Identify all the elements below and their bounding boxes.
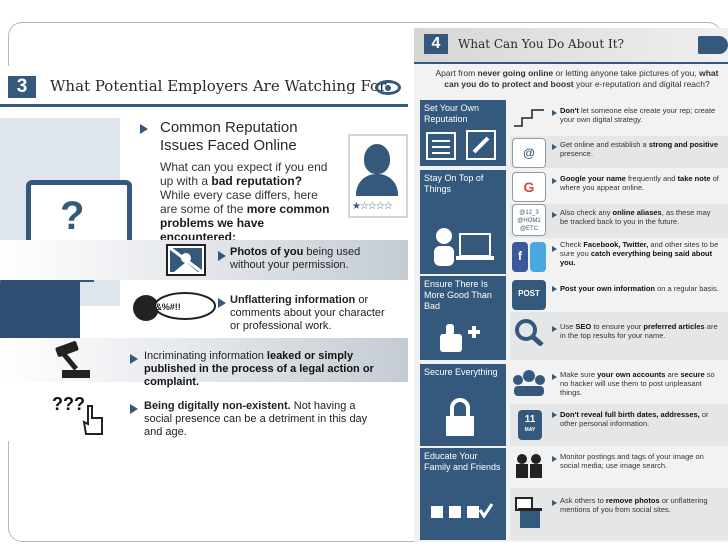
pointing-hand-icon — [698, 36, 728, 54]
at-badge-icon: @ — [512, 138, 546, 168]
issue-legal-text: Incriminating information leaked or simp… — [144, 350, 374, 388]
magnifier-icon — [512, 318, 546, 348]
gavel-icon — [50, 340, 100, 380]
arrow-icon — [552, 144, 557, 150]
common-issues-title: Common Reputation Issues Faced Online — [160, 119, 298, 154]
eye-icon — [375, 80, 401, 95]
intro-text: Apart from never going online or letting… — [435, 68, 719, 89]
arrow-icon — [552, 110, 557, 116]
arrow-icon — [552, 374, 557, 380]
arrow-icon — [552, 178, 557, 184]
photo-icon — [166, 244, 206, 276]
arrow-icon — [552, 412, 557, 418]
arrow-icon — [552, 246, 557, 252]
tip-text: Also check any online aliases, as these … — [560, 208, 711, 226]
issue-unflattering-text: Unflattering information or comments abo… — [230, 294, 385, 332]
hacker-group-icon — [512, 368, 546, 398]
section-4-header: 4 What Can You Do About It? — [414, 28, 728, 64]
tip-text: Make sure your own accounts are secure s… — [560, 370, 715, 397]
alias-icon: @12_3@HOM1@ETC — [512, 204, 546, 236]
issue-photos-text: Photos of you being used without your pe… — [230, 246, 361, 271]
facebook-icon: f — [512, 242, 528, 272]
arrow-icon — [140, 124, 148, 134]
padlock-icon — [446, 398, 474, 436]
tip-text: Don't reveal full birth dates, addresses… — [560, 410, 709, 428]
issue-nonexistent-text: Being digitally non-existent. Not having… — [144, 400, 368, 438]
google-icon: G — [512, 172, 546, 202]
pointing-hand-icon — [80, 404, 106, 438]
tip-text: Use SEO to ensure your preferred article… — [560, 322, 718, 340]
twitter-icon — [530, 242, 546, 272]
post-icon: POST — [512, 280, 546, 310]
section-number: 4 — [424, 34, 448, 54]
question-hand-icon: ??? — [52, 394, 85, 414]
tip-text: Google your name frequently and take not… — [560, 174, 719, 192]
left-infographic-panel: 3 What Potential Employers Are Watching … — [0, 66, 408, 441]
swearing-icon — [130, 288, 220, 328]
trash-photos-icon — [512, 496, 546, 528]
tip-text: Ask others to remove photos or unflatter… — [560, 496, 708, 514]
right-infographic-panel: 4 What Can You Do About It? Apart from n… — [414, 28, 728, 542]
question-mark: ? — [60, 194, 85, 238]
profile-avatar-icon — [348, 134, 408, 218]
common-issues-body: What can you expect if you end up with a… — [160, 160, 330, 244]
arrow-icon — [552, 326, 557, 332]
arrow-icon — [552, 456, 557, 462]
category-educate: Educate Your Family and Friends — [420, 448, 506, 540]
tagging-people-icon — [512, 452, 546, 482]
arrow-icon — [552, 212, 557, 218]
tip-text: Get online and establish a strong and po… — [560, 140, 718, 158]
swear-symbols: ~&%#!! — [150, 302, 181, 312]
list-icon — [426, 132, 456, 160]
category-more-good: Ensure There Is More Good Than Bad — [420, 276, 506, 360]
arrow-icon — [130, 404, 138, 414]
pencil-icon — [466, 130, 496, 160]
arrow-icon — [130, 354, 138, 364]
thumbs-up-plus-icon — [440, 324, 480, 352]
section-title: What Can You Do About It? — [458, 37, 624, 51]
rating-stars: ★☆☆☆☆ — [352, 201, 393, 212]
category-stay-on-top: Stay On Top of Things — [420, 170, 506, 274]
section-title: What Potential Employers Are Watching Fo… — [50, 77, 387, 95]
arrow-icon — [552, 500, 557, 506]
tip-text: Check Facebook, Twitter, and other sites… — [560, 240, 719, 267]
tip-text: Don't let someone else create your rep; … — [560, 106, 716, 124]
steps-icon — [512, 104, 546, 134]
category-set-reputation: Set Your Own Reputation — [420, 100, 506, 166]
tip-text: Post your own information on a regular b… — [560, 284, 719, 293]
section-number: 3 — [8, 76, 36, 98]
tip-text: Monitor postings and tags of your image … — [560, 452, 704, 470]
person-laptop-icon — [434, 228, 494, 266]
section-3-header: 3 What Potential Employers Are Watching … — [0, 66, 408, 107]
arrow-icon — [218, 251, 226, 261]
checkbox-icons — [431, 503, 494, 519]
arrow-icon — [552, 286, 557, 292]
arrow-icon — [218, 298, 226, 308]
category-secure: Secure Everything — [420, 364, 506, 446]
